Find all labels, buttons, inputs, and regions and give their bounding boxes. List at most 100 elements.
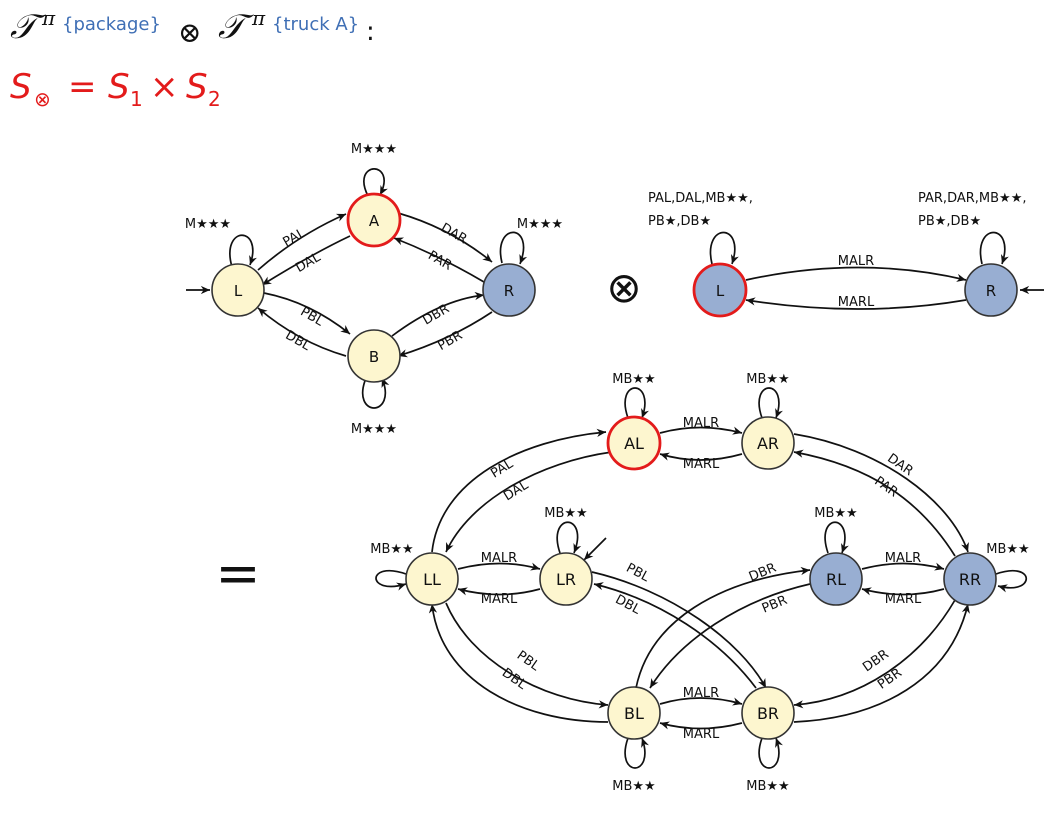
edge-BL-RL	[635, 566, 811, 689]
node-AL-label: AL	[624, 434, 644, 453]
label-self-BR: MB★★	[746, 779, 789, 794]
initial-arrow-LR	[583, 537, 607, 561]
node-AR-label: AR	[757, 434, 779, 453]
label-PBL: PBL	[514, 648, 543, 674]
label-self-L: M★★★	[185, 217, 231, 232]
edge-RL-RR	[861, 562, 945, 571]
label-self-RR: MB★★	[986, 542, 1029, 557]
node-LL	[405, 552, 459, 606]
node-A	[346, 192, 402, 248]
node-LR	[539, 552, 593, 606]
edge-LL-AL	[431, 428, 607, 553]
selfloop-B	[361, 377, 390, 409]
node-RL-label: RL	[826, 570, 846, 589]
header-T2: 𝒯	[218, 7, 254, 47]
edge-truck-R-L	[745, 297, 967, 310]
tensor-operator: ⊗	[606, 263, 641, 312]
edge-A-R	[397, 212, 493, 263]
label-PAL: PAL	[280, 225, 308, 250]
selfloop-truck-L	[709, 231, 739, 265]
label-truck-MALR: MALR	[838, 254, 874, 269]
edge-A-L	[261, 235, 351, 286]
product-diagram: AL AR LL LR RL RR BL BR MB★★ MB★★ MB★★ M…	[370, 372, 1029, 794]
label-PBR: PBR	[435, 328, 465, 354]
header-otimes: ⊗	[178, 16, 201, 49]
node-truck-L	[692, 262, 748, 318]
label-self-AR: MB★★	[746, 372, 789, 387]
selfloop-AL	[624, 387, 649, 419]
edge-RR-AR	[793, 449, 956, 557]
label-RL-RR: MALR	[885, 551, 921, 566]
edge-RR-BR	[793, 599, 956, 709]
header-pi2: π	[251, 6, 266, 30]
node-RL	[809, 552, 863, 606]
edge-LL-BL	[445, 602, 609, 709]
edge-AL-AR	[659, 426, 743, 435]
node-A-label: A	[369, 212, 380, 230]
selfloop-L	[229, 234, 257, 268]
selfloop-RR	[995, 569, 1027, 593]
edge-AR-RR	[793, 433, 969, 553]
label-self-BL: MB★★	[612, 779, 655, 794]
header-colon: :	[366, 17, 375, 47]
label-DBR: DBR	[420, 301, 452, 328]
header-sup-truck: {truck A}	[272, 14, 359, 35]
node-RR	[943, 552, 997, 606]
truck-diagram: L R PAL,DAL,MB★★, PB★,DB★ PAR,DAR,MB★★, …	[648, 191, 1044, 318]
label-truck-self-R-1: PAR,DAR,MB★★,	[918, 191, 1026, 206]
label-PBR: PBR	[875, 666, 905, 693]
label-DAL: DAL	[501, 477, 532, 504]
label-PAL: PAL	[488, 456, 516, 481]
edge-RL-BL	[649, 583, 811, 689]
node-BR	[741, 686, 795, 740]
edge-B-R	[391, 291, 485, 337]
edge-truck-L-R	[745, 266, 967, 282]
selfloop-A	[363, 168, 388, 197]
eq-equals: =	[68, 67, 97, 107]
node-BL	[607, 686, 661, 740]
edge-L-B	[263, 292, 351, 335]
edge-BR-LR	[593, 582, 757, 689]
eq-sub-2: 2	[208, 87, 221, 111]
edge-R-B	[397, 311, 493, 358]
edge-L-A	[257, 213, 347, 271]
node-truck-R	[964, 263, 1018, 317]
edge-BL-LL	[428, 603, 609, 723]
eq-S2: S	[186, 67, 208, 107]
header-pi1: π	[41, 6, 56, 30]
eq-S: S	[10, 67, 32, 107]
edge-BR-RR	[793, 603, 970, 723]
edge-LR-BR	[591, 571, 767, 689]
label-DBL: DBL	[499, 665, 530, 693]
node-AR	[741, 416, 795, 470]
edge-BR-BL	[659, 721, 743, 730]
label-self-LR: MB★★	[544, 506, 587, 521]
selfloop-LR	[556, 521, 582, 554]
edge-LL-LR	[457, 562, 541, 571]
header-formula: 𝒯 π {package} ⊗ 𝒯 π {truck A} :	[10, 6, 375, 49]
equals-operator: =	[215, 542, 260, 605]
node-BL-label: BL	[624, 704, 644, 723]
label-truck-self-L-2: PB★,DB★	[648, 214, 711, 229]
edge-R-A	[393, 237, 485, 283]
label-PAR: PAR	[425, 248, 454, 273]
eq-S1: S	[108, 67, 130, 107]
edge-AR-AL	[659, 452, 743, 461]
selfloop-LL	[375, 569, 407, 591]
node-BR-label: BR	[757, 704, 779, 723]
label-self-B: M★★★	[351, 422, 397, 437]
label-AL-AR: MALR	[683, 416, 719, 431]
label-LR-LL: MARL	[481, 592, 518, 607]
selfloop-BL	[624, 737, 649, 769]
node-B-label: B	[369, 348, 379, 366]
header-sup-package: {package}	[62, 14, 161, 35]
label-truck-self-L-1: PAL,DAL,MB★★,	[648, 191, 753, 206]
package-diagram: A L R B M★★★ M★★★ M★★★ M★★★ PAL DAL DAR …	[185, 142, 563, 437]
edge-LR-LL	[457, 587, 541, 596]
eq-times: ×	[150, 67, 179, 107]
label-truck-MARL: MARL	[838, 295, 875, 310]
label-DAL: DAL	[293, 250, 324, 276]
label-PAR: PAR	[871, 474, 900, 501]
label-BR-BL: MARL	[683, 727, 720, 742]
